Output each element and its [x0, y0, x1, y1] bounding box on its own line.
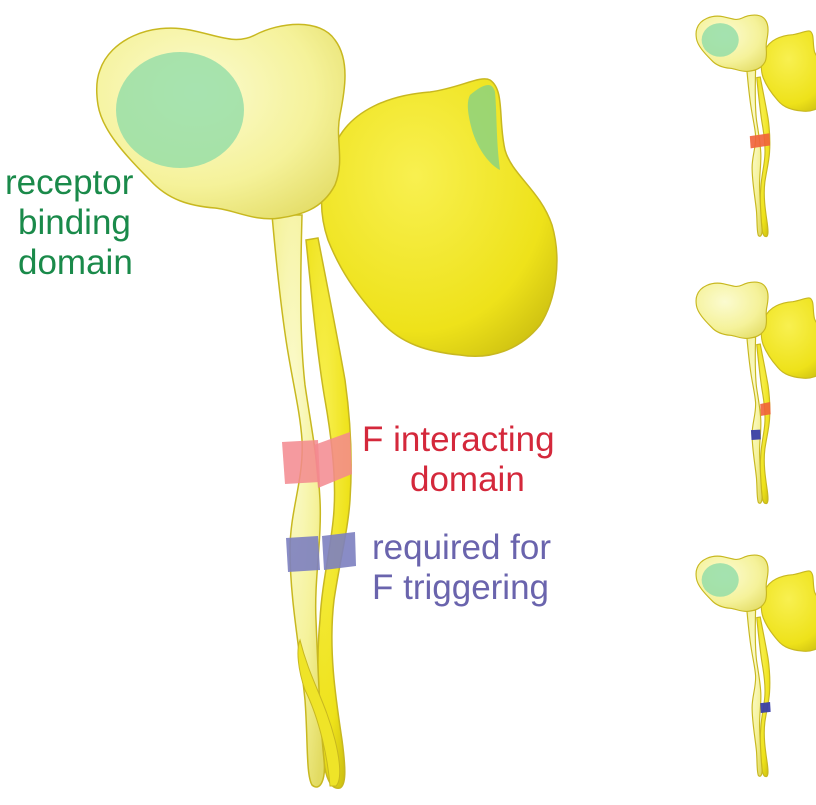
- f-interacting-label: F interacting domain: [362, 420, 555, 500]
- small-structure-2: [695, 281, 816, 505]
- head-right-receptor-edge: [467, 84, 500, 170]
- receptor-label-line-1: receptor: [5, 163, 134, 202]
- stalk-twist: [297, 638, 341, 787]
- small-structure-1: [695, 14, 816, 238]
- f-interacting-label-line-2: domain: [410, 460, 525, 499]
- f-triggering-region-left: [286, 536, 320, 572]
- stalk-left: [271, 214, 326, 788]
- f-interacting-label-line-1: F interacting: [362, 420, 555, 459]
- receptor-label-line-2: binding: [18, 203, 131, 242]
- receptor-label-line-3: domain: [18, 243, 133, 282]
- f-interacting-region-left: [282, 440, 320, 484]
- head-right: [320, 78, 558, 357]
- f-triggering-label-line-1: required for: [372, 528, 551, 567]
- small-structure-3: [695, 554, 816, 778]
- f-triggering-label-line-2: F triggering: [372, 568, 550, 607]
- f-interacting-region-right: [314, 432, 352, 488]
- receptor-binding-label: receptor binding domain: [5, 163, 133, 283]
- f-triggering-region-right: [322, 532, 356, 570]
- f-triggering-label: required for F triggering: [372, 528, 551, 608]
- main-structure: [95, 23, 558, 789]
- receptor-binding-region: [116, 52, 244, 168]
